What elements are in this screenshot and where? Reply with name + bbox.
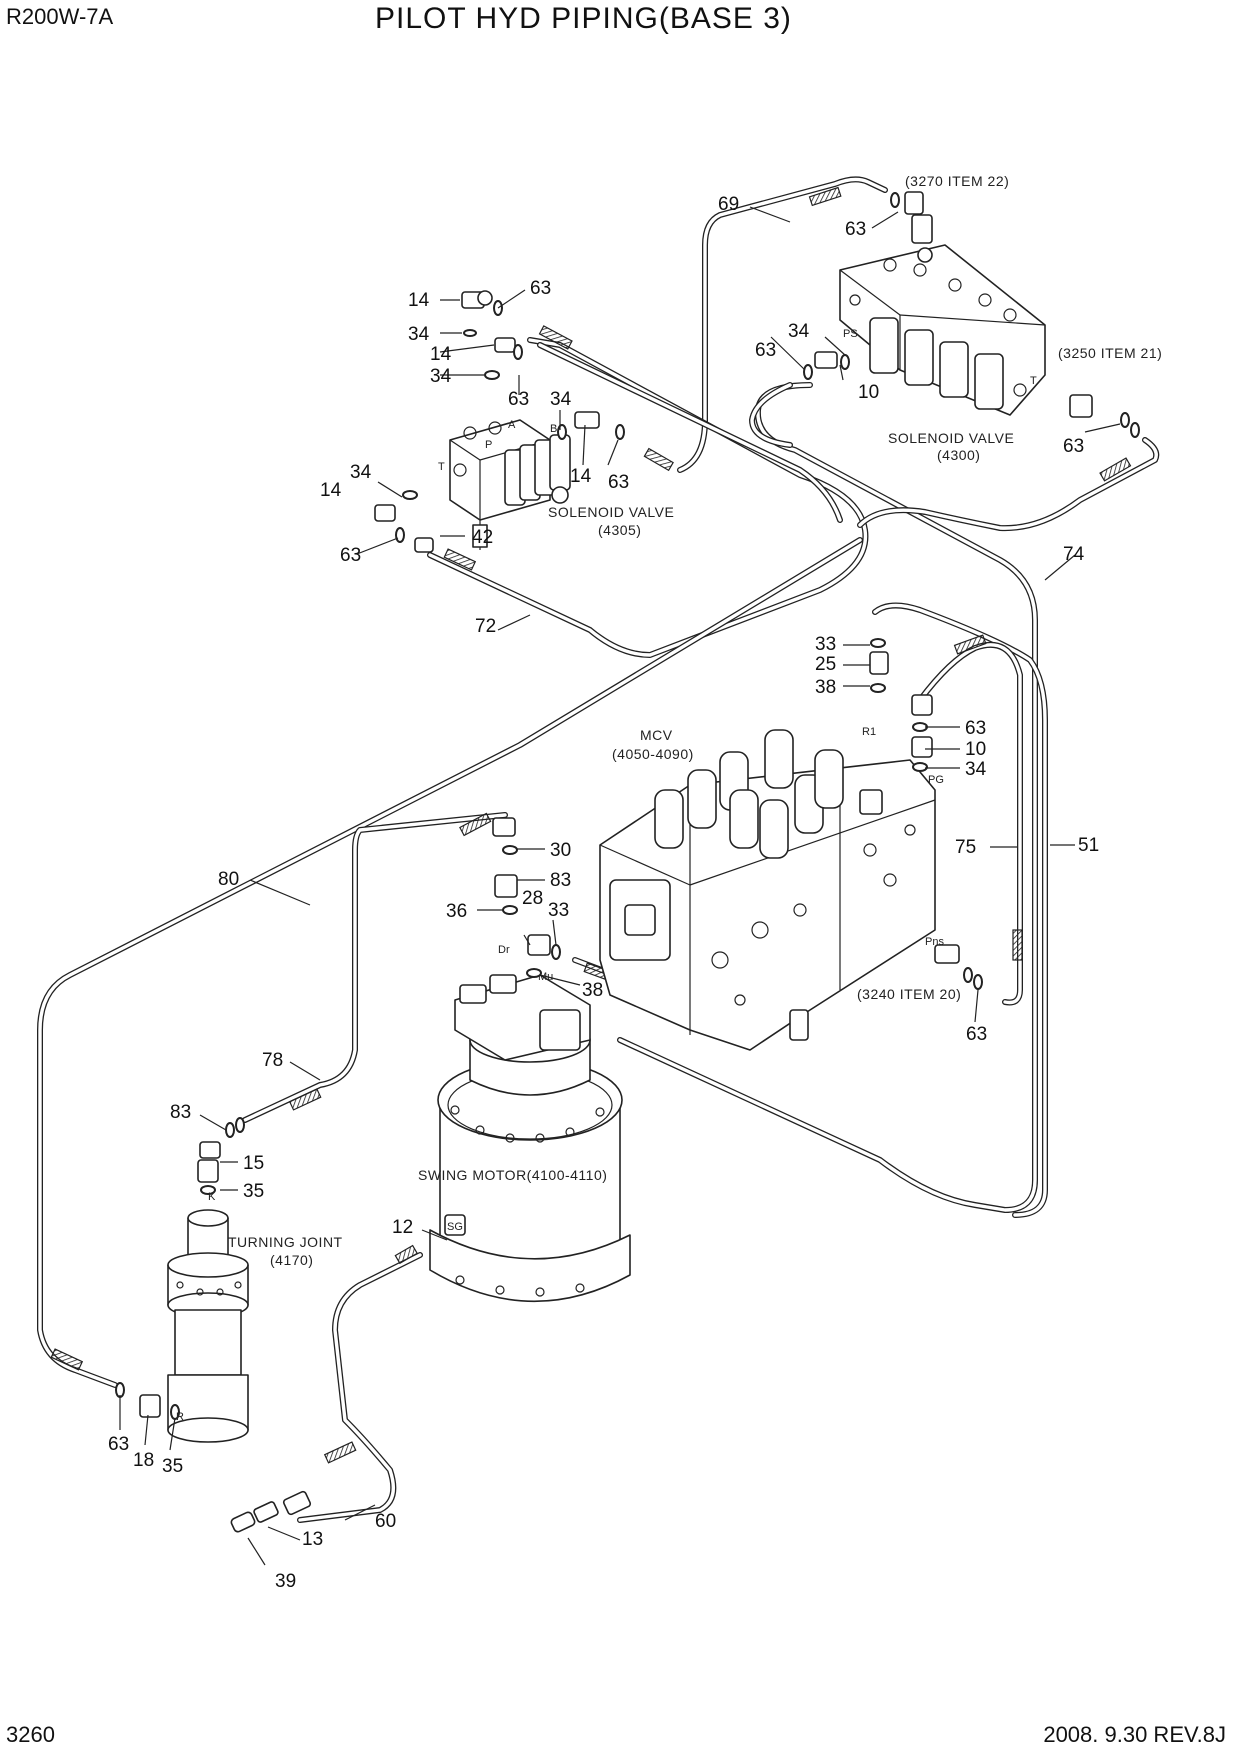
port-label: SG [447, 1221, 463, 1233]
solenoid-4300-name: SOLENOID VALVE [888, 430, 1014, 446]
port-label: R [176, 1411, 184, 1423]
part-callout: 34 [788, 321, 810, 342]
part-callout: 14 [570, 466, 592, 487]
part-callout: 63 [508, 389, 529, 410]
part-callout: 74 [1063, 544, 1085, 565]
part-callout: 30 [550, 840, 571, 861]
leader-lines [119, 206, 1121, 1566]
part-callout: 63 [755, 340, 776, 361]
part-callout: 63 [965, 718, 986, 739]
part-callout: 10 [965, 739, 986, 760]
hoses [37, 176, 1160, 1523]
part-callout: 69 [718, 194, 739, 215]
part-callout: 80 [218, 869, 239, 890]
part-callout: 33 [548, 900, 569, 921]
part-callout: 38 [815, 677, 836, 698]
part-callout: 42 [472, 527, 493, 548]
solenoid-4305-name: SOLENOID VALVE [548, 504, 674, 520]
part-callout: 38 [582, 980, 603, 1001]
port-label: P [485, 439, 492, 451]
solenoid-valve-4300: PS T [839, 244, 1046, 416]
port-label: Dr [498, 944, 510, 956]
part-callout: 83 [550, 870, 571, 891]
part-callout: 13 [302, 1529, 323, 1550]
part-callout: 14 [408, 290, 430, 311]
mcv-name: MCV [640, 727, 673, 743]
solenoid-valve-4305: P A B T [438, 419, 571, 550]
turning-joint-code: (4170) [270, 1252, 313, 1268]
fittings-swing-motor [492, 817, 561, 978]
part-callout: 34 [350, 462, 372, 483]
part-callout: 51 [1078, 835, 1099, 856]
part-callout: 35 [243, 1181, 264, 1202]
part-callout: 35 [162, 1456, 183, 1477]
part-callout: 60 [375, 1511, 396, 1532]
part-callout: 72 [475, 616, 496, 637]
part-callout: 34 [430, 366, 452, 387]
swing-motor: Dr Mu SG [429, 944, 631, 1303]
revision-date: 2008. 9.30 REV.8J [1043, 1722, 1226, 1747]
part-callout: 28 [522, 888, 543, 909]
part-callout: 18 [133, 1450, 154, 1471]
fittings-bottom [230, 1490, 312, 1533]
part-callout: 75 [955, 837, 976, 858]
part-callout: 14 [320, 480, 342, 501]
port-label: T [438, 461, 445, 473]
part-callout: 39 [275, 1571, 296, 1592]
turning-joint: K R [115, 1117, 249, 1443]
port-label: B [550, 423, 557, 435]
port-label: PS [843, 328, 858, 340]
fittings-4300 [803, 191, 1140, 438]
port-label: T [1030, 375, 1037, 387]
part-callouts: 69 63 14 63 34 14 34 63 34 34 63 10 63 1… [108, 194, 1099, 1592]
port-label: PG [928, 774, 944, 786]
mcv-code: (4050-4090) [612, 746, 694, 762]
part-callout: 78 [262, 1050, 283, 1071]
port-label: A [508, 419, 516, 431]
fittings-4305 [374, 290, 625, 553]
part-callout: 14 [430, 344, 452, 365]
part-callout: 34 [408, 324, 430, 345]
reference-3270: (3270 ITEM 22) [905, 173, 1009, 189]
part-callout: 63 [966, 1024, 987, 1045]
part-callout: 63 [845, 219, 866, 240]
component-labels: SOLENOID VALVE (4305) SOLENOID VALVE (43… [228, 173, 1162, 1268]
port-label: R1 [862, 726, 876, 738]
part-callout: 63 [530, 278, 551, 299]
part-callout: 63 [1063, 436, 1084, 457]
part-callout: 34 [550, 389, 572, 410]
part-callout: 12 [392, 1217, 413, 1238]
page-number: 3260 [6, 1722, 55, 1747]
reference-3240: (3240 ITEM 20) [857, 986, 961, 1002]
reference-3250: (3250 ITEM 21) [1058, 345, 1162, 361]
part-callout: 34 [965, 759, 987, 780]
port-label: K [208, 1191, 216, 1203]
part-callout: 10 [858, 382, 879, 403]
part-callout: 15 [243, 1153, 264, 1174]
part-callout: 63 [608, 472, 629, 493]
part-callout: 36 [446, 901, 467, 922]
part-callout: 63 [108, 1434, 129, 1455]
main-control-valve: R1 PG Pns [599, 726, 944, 1051]
turning-joint-name: TURNING JOINT [228, 1234, 343, 1250]
page-title: PILOT HYD PIPING(BASE 3) [375, 2, 792, 35]
part-callout: 33 [815, 634, 836, 655]
part-callout: 63 [340, 545, 361, 566]
swing-motor-name: SWING MOTOR(4100-4110) [418, 1167, 607, 1183]
part-callout: 83 [170, 1102, 191, 1123]
solenoid-4305-code: (4305) [598, 522, 641, 538]
solenoid-4300-code: (4300) [937, 447, 980, 463]
fittings-mcv [869, 638, 983, 990]
part-callout: 25 [815, 654, 836, 675]
model-number: R200W-7A [6, 4, 114, 29]
